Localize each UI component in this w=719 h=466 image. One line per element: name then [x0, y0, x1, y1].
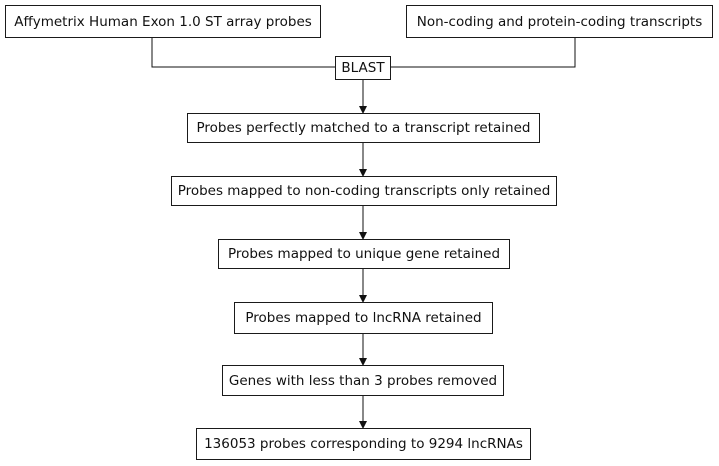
step-box-2: Probes mapped to non-coding transcripts …	[171, 176, 557, 206]
left-source-connector	[151, 38, 335, 68]
blast-box: BLAST	[335, 56, 391, 80]
step-label-4: Probes mapped to lncRNA retained	[245, 310, 482, 326]
result-label: 136053 probes corresponding to 9294 lncR…	[204, 436, 523, 452]
step-label-3: Probes mapped to unique gene retained	[227, 246, 501, 262]
step-box-5: Genes with less than 3 probes removed	[222, 365, 504, 396]
blast-label: BLAST	[341, 60, 385, 76]
result-box: 136053 probes corresponding to 9294 lncR…	[196, 428, 531, 460]
step-label-5: Genes with less than 3 probes removed	[228, 372, 498, 389]
source-left-label: Affymetrix Human Exon 1.0 ST array probe…	[14, 13, 312, 30]
source-box-right: Non-coding and protein-coding transcript…	[406, 5, 713, 38]
step-box-3: Probes mapped to unique gene retained	[218, 239, 510, 269]
right-source-connector	[391, 38, 576, 68]
step-box-4: Probes mapped to lncRNA retained	[234, 302, 493, 334]
step-label-2: Probes mapped to non-coding transcripts …	[177, 183, 551, 199]
step-label-1: Probes perfectly matched to a transcript…	[196, 120, 531, 136]
step-box-1: Probes perfectly matched to a transcript…	[187, 113, 540, 143]
source-right-label: Non-coding and protein-coding transcript…	[416, 13, 703, 30]
source-box-left: Affymetrix Human Exon 1.0 ST array probe…	[5, 5, 321, 38]
